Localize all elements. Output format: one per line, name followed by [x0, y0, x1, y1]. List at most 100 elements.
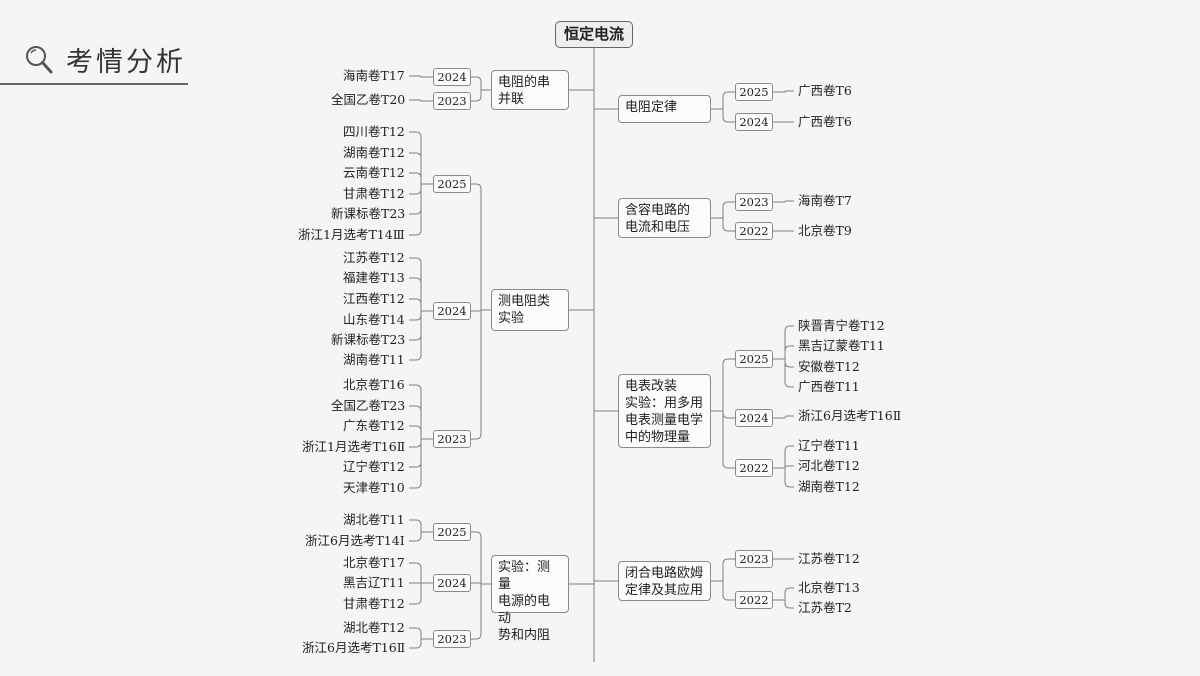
section-title: 考情分析 — [66, 47, 186, 78]
item-connector — [409, 131, 433, 185]
exam-item: 黑吉辽蒙卷T11 — [798, 338, 885, 353]
exam-item: 四川卷T12 — [343, 124, 405, 139]
exam-item: 浙江1月选考T16Ⅱ — [302, 439, 406, 454]
year-connector — [711, 358, 735, 412]
exam-item: 河北卷T12 — [798, 458, 860, 473]
exam-item: 广西卷T6 — [798, 114, 852, 129]
item-connector — [773, 599, 794, 609]
item-connector — [773, 467, 794, 488]
year-tag: 2023 — [433, 430, 471, 448]
item-connector — [409, 582, 433, 605]
year-tag: 2024 — [433, 68, 471, 86]
exam-item: 湖南卷T12 — [798, 479, 860, 494]
exam-item: 江西卷T12 — [343, 291, 405, 306]
left-branch-node: 实验：测量 电源的电动 势和内阻 — [491, 555, 569, 643]
year-tag: 2025 — [735, 350, 773, 368]
exam-item: 江苏卷T12 — [343, 250, 405, 265]
year-tag: 2025 — [735, 83, 773, 101]
item-connector — [409, 638, 433, 649]
year-connector — [471, 183, 491, 311]
year-connector — [471, 76, 491, 91]
exam-item: 北京卷T16 — [343, 377, 405, 392]
item-connector — [409, 627, 433, 640]
exam-item: 广东卷T12 — [343, 418, 405, 433]
item-connector — [409, 438, 433, 489]
item-connector — [409, 405, 433, 440]
exam-item: 浙江1月选考T14Ⅲ — [298, 227, 405, 242]
year-tag: 2022 — [735, 591, 773, 609]
year-connector — [711, 217, 735, 232]
item-connector — [409, 562, 433, 584]
year-connector — [711, 91, 735, 110]
item-connector — [409, 257, 433, 312]
right-branch-node: 电表改装 实验：用多用 电表测量电学 中的物理量 — [618, 374, 711, 448]
exam-item: 海南卷T17 — [343, 68, 405, 83]
item-connector — [773, 587, 794, 601]
item-connector — [773, 358, 794, 388]
exam-item: 广西卷T6 — [798, 83, 852, 98]
year-tag: 2024 — [735, 113, 773, 131]
year-connector — [711, 108, 735, 123]
exam-item: 全国乙卷T20 — [331, 92, 406, 107]
exam-item: 北京卷T9 — [798, 223, 852, 238]
item-connector — [409, 384, 433, 440]
item-connector — [773, 90, 794, 93]
exam-item: 江苏卷T12 — [798, 551, 860, 566]
left-branch-node: 电阻的串 并联 — [491, 70, 569, 110]
item-connector — [409, 425, 433, 440]
exam-item: 江苏卷T2 — [798, 600, 852, 615]
item-connector — [773, 345, 794, 360]
item-connector — [409, 519, 433, 533]
item-connector — [409, 99, 433, 102]
year-tag: 2024 — [433, 302, 471, 320]
year-tag: 2022 — [735, 459, 773, 477]
item-connector — [409, 531, 433, 542]
item-connector — [773, 415, 794, 419]
year-tag: 2024 — [735, 409, 773, 427]
year-connector — [471, 89, 491, 102]
item-connector — [409, 183, 433, 236]
exam-item: 辽宁卷T12 — [343, 459, 405, 474]
item-connector — [773, 200, 794, 203]
right-branch-node: 电阻定律 — [618, 95, 711, 123]
magnifier-icon — [26, 46, 53, 74]
item-connector — [409, 310, 433, 361]
exam-item: 湖北卷T12 — [343, 620, 405, 635]
exam-item: 浙江6月选考T16Ⅱ — [798, 408, 902, 423]
exam-item: 山东卷T14 — [343, 312, 405, 327]
exam-item: 天津卷T10 — [343, 480, 405, 495]
year-tag: 2023 — [433, 630, 471, 648]
item-connector — [409, 277, 433, 312]
year-connector — [711, 201, 735, 219]
year-connector — [711, 580, 735, 601]
item-connector — [773, 358, 794, 368]
year-tag: 2025 — [433, 523, 471, 541]
year-connector — [471, 531, 491, 585]
exam-item: 北京卷T17 — [343, 555, 405, 570]
item-connector — [773, 445, 794, 469]
section-header: 考情分析 — [0, 38, 188, 85]
year-tag: 2023 — [735, 193, 773, 211]
year-tag: 2024 — [433, 574, 471, 592]
exam-item: 甘肃卷T12 — [343, 596, 405, 611]
exam-item: 新课标卷T23 — [331, 206, 406, 221]
year-tag: 2025 — [433, 175, 471, 193]
year-tag: 2022 — [735, 222, 773, 240]
exam-item: 湖北卷T11 — [343, 512, 405, 527]
exam-item: 辽宁卷T11 — [798, 438, 860, 453]
exam-item: 云南卷T12 — [343, 165, 405, 180]
exam-item: 浙江6月选考T14Ⅰ — [305, 533, 405, 548]
exam-item: 海南卷T7 — [798, 193, 852, 208]
item-connector — [409, 152, 433, 185]
item-connector — [409, 172, 433, 185]
exam-item: 全国乙卷T23 — [331, 398, 406, 413]
exam-item: 安徽卷T12 — [798, 359, 860, 374]
exam-item: 陕晋青宁卷T12 — [798, 318, 885, 333]
exam-item: 湖南卷T12 — [343, 145, 405, 160]
exam-item: 黑吉辽T11 — [343, 575, 405, 590]
exam-item: 浙江6月选考T16Ⅱ — [302, 640, 406, 655]
item-connector — [409, 298, 433, 312]
item-connector — [409, 75, 433, 78]
